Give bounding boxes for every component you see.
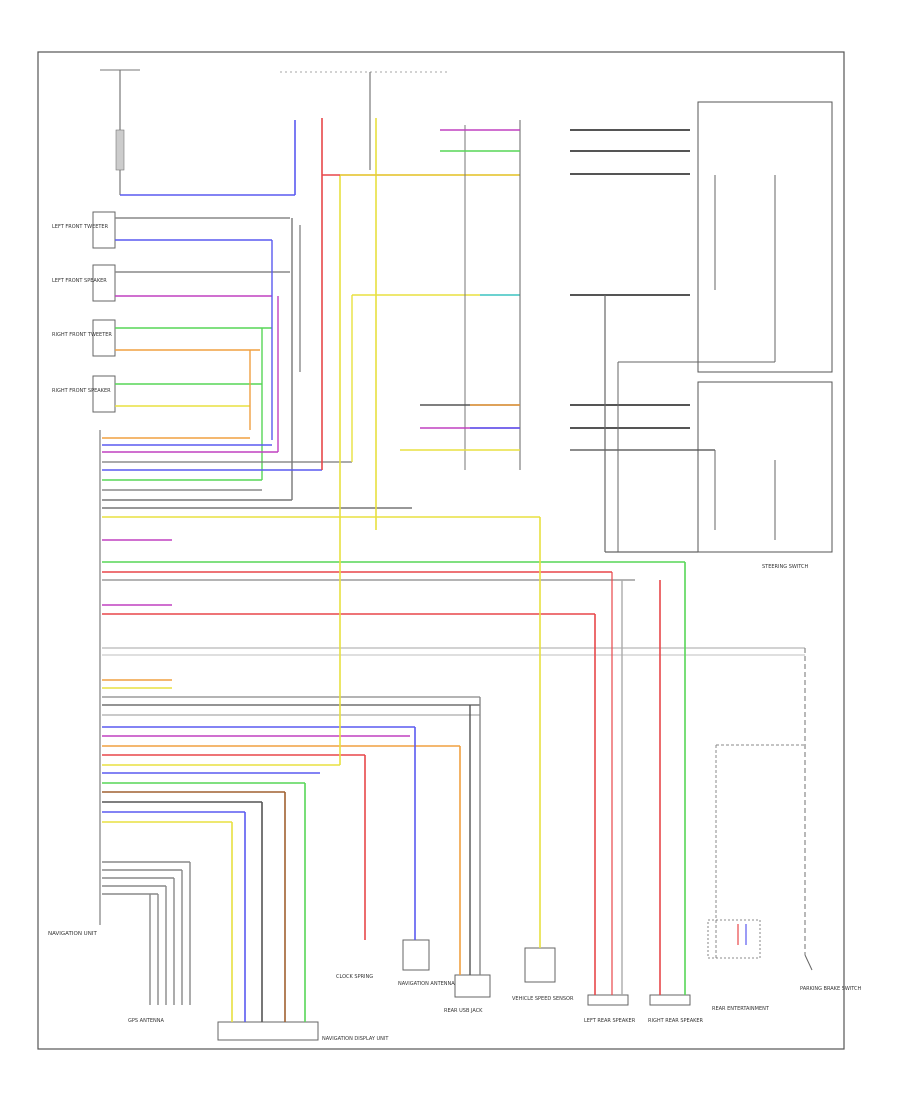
navigation-unit: NAVIGATION UNIT: [48, 430, 101, 937]
left-front-speaker: LEFT FRONT SPEAKER: [52, 264, 290, 302]
diagram-frame: [37, 51, 845, 1050]
gps-antenna-label: GPS ANTENNA: [128, 1018, 165, 1024]
parking-brake-switch: PARKING BRAKE SWITCH: [800, 648, 862, 992]
navigation-antenna: NAVIGATION ANTENNA: [398, 727, 455, 987]
parking-brake-switch-label: PARKING BRAKE SWITCH: [800, 986, 862, 992]
right-front-tweeter-label: RIGHT FRONT TWEETER: [52, 332, 112, 338]
steering-switch-label: STEERING SWITCH: [762, 564, 809, 570]
rear-entertainment: REAR ENTERTAINMENT: [707, 744, 804, 1012]
rear-entertainment-label: REAR ENTERTAINMENT: [712, 1006, 770, 1012]
fuse-block-center: [280, 71, 450, 175]
navigation-display-unit: NAVIGATION DISPLAY UNIT: [217, 783, 389, 1042]
right-upper-wires: [400, 129, 715, 451]
right-rear-speaker: RIGHT REAR SPEAKER: [648, 562, 704, 1024]
left-rear-speaker: LEFT REAR SPEAKER: [584, 572, 636, 1024]
fuse-block-left: [100, 69, 296, 196]
right-rear-speaker-label: RIGHT REAR SPEAKER: [648, 1018, 704, 1024]
clock-spring-label: CLOCK SPRING: [336, 974, 373, 980]
vehicle-speed-sensor-label: VEHICLE SPEED SENSOR: [512, 996, 574, 1002]
left-rear-speaker-label: LEFT REAR SPEAKER: [584, 1018, 636, 1024]
navigation-antenna-label: NAVIGATION ANTENNA: [398, 981, 455, 987]
navigation-unit-label: NAVIGATION UNIT: [48, 931, 97, 937]
right-front-speaker: RIGHT FRONT SPEAKER: [52, 375, 262, 413]
right-front-tweeter: RIGHT FRONT TWEETER: [52, 319, 272, 357]
left-front-tweeter: LEFT FRONT TWEETER: [52, 211, 290, 249]
nav-harness: [102, 437, 805, 823]
left-front-speaker-label: LEFT FRONT SPEAKER: [52, 278, 107, 284]
left-front-tweeter-label: LEFT FRONT TWEETER: [52, 224, 109, 230]
clock-spring: CLOCK SPRING: [336, 755, 373, 980]
steering-switch: STEERING SWITCH: [604, 101, 833, 570]
rear-usb-jack: REAR USB JACK: [444, 697, 491, 1014]
gps-antenna: GPS ANTENNA: [102, 861, 191, 1024]
rear-usb-jack-label: REAR USB JACK: [444, 1008, 483, 1014]
navigation-display-unit-label: NAVIGATION DISPLAY UNIT: [322, 1036, 389, 1042]
vehicle-speed-sensor: VEHICLE SPEED SENSOR: [512, 517, 574, 1002]
right-front-speaker-label: RIGHT FRONT SPEAKER: [52, 388, 111, 394]
